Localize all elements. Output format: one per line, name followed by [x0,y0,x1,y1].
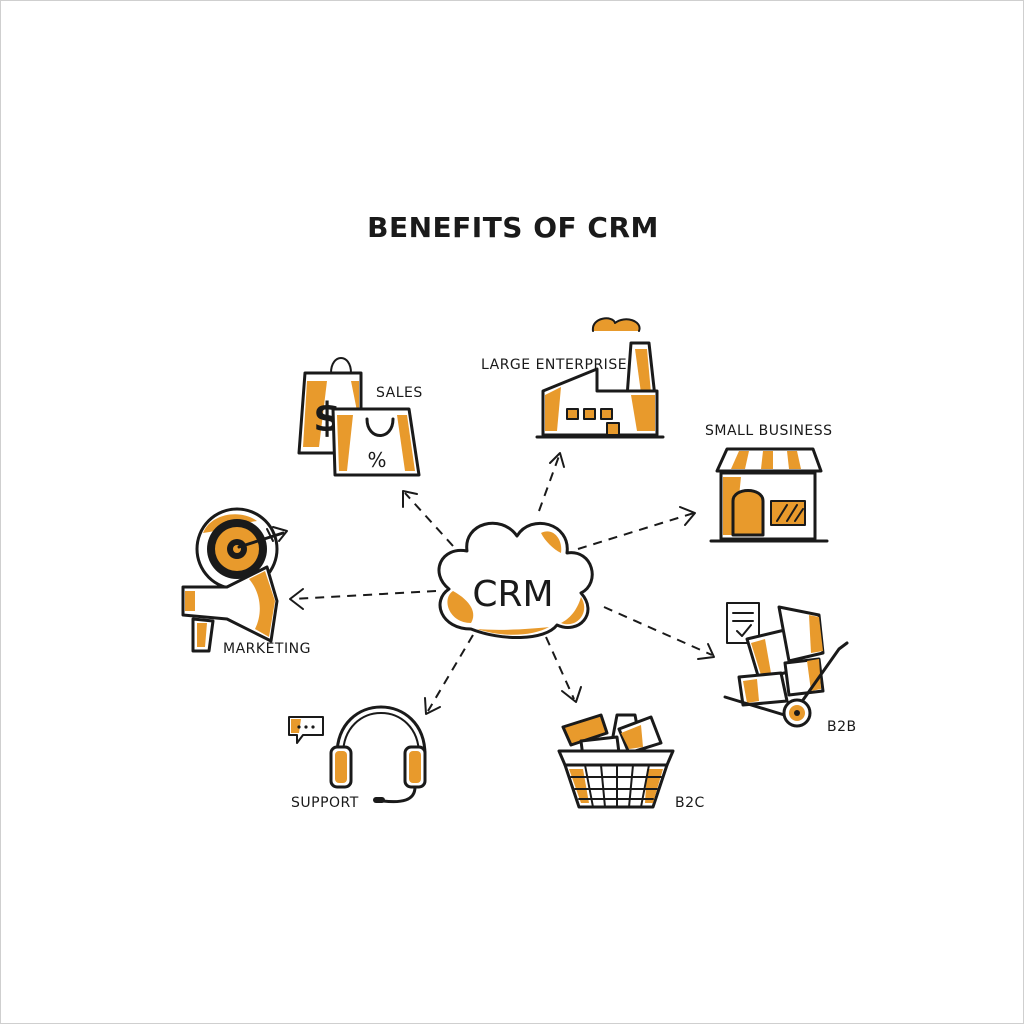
node-large-enterprise: LARGE ENTERPRISE [481,317,665,439]
crm-hub: CRM [437,521,594,639]
shopping-basket-icon [557,713,675,809]
node-label-large-enterprise: LARGE ENTERPRISE [481,357,627,373]
storefront-icon [709,447,829,543]
edge-crm-marketing [289,588,437,610]
edges [289,452,715,715]
edge-crm-sales [402,490,454,547]
node-b2c: B2C [557,713,705,811]
cloud-icon [437,521,594,639]
node-support: SUPPORT [288,705,427,811]
node-label-b2b: B2B [827,719,857,735]
node-label-sales: SALES [376,385,423,401]
hand-truck-boxes-icon [723,602,849,728]
edge-crm-large-enterprise [538,452,565,512]
megaphone-target-icon [181,507,288,653]
node-marketing: MARKETING [181,507,311,657]
node-label-b2c: B2C [675,795,705,811]
crm-hub-label: CRM [472,574,553,615]
edge-crm-small-business [577,506,696,550]
node-sales: $ % SALES [297,357,423,477]
node-label-small-business: SMALL BUSINESS [705,423,833,439]
node-small-business: SMALL BUSINESS [705,423,833,543]
factory-icon [535,317,665,439]
shopping-bags-icon: $ % [297,357,421,477]
headset-icon [288,705,427,804]
percent-sign: % [367,448,386,472]
edge-crm-b2c [545,636,582,703]
diagram-title: BENEFITS OF CRM [367,211,659,244]
node-label-marketing: MARKETING [223,641,311,657]
edge-crm-support [424,634,474,715]
node-b2b: B2B [723,602,857,735]
node-label-support: SUPPORT [291,795,359,811]
edge-crm-b2b [603,606,715,660]
